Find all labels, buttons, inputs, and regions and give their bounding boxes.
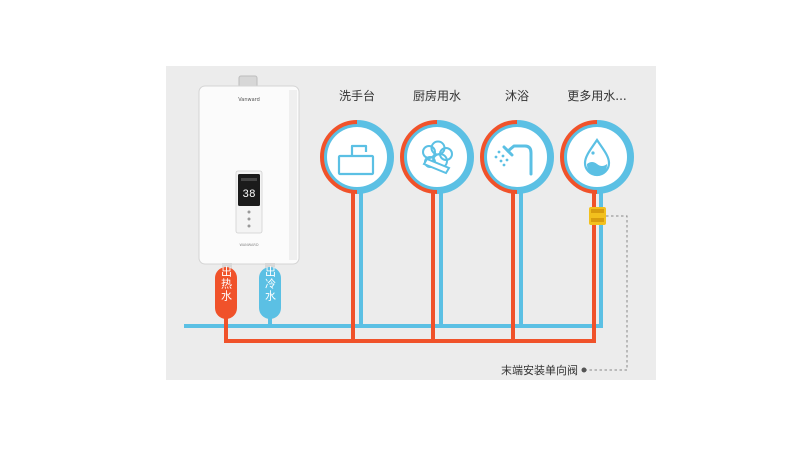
valve-leader-dot (581, 367, 587, 373)
check-valve (589, 207, 606, 225)
heater-hot-stub (222, 263, 232, 271)
fixture-sink: 洗手台 (320, 88, 394, 194)
water-heater: Vanward 38 WANWARD (198, 75, 300, 271)
shower-icon (494, 144, 533, 176)
hot-outlet-label: 出热水 (220, 265, 233, 302)
heater-button-2 (247, 217, 251, 221)
fixture-label-kitchen: 厨房用水 (413, 88, 461, 103)
fixture-label-sink: 洗手台 (339, 88, 375, 103)
fixture-label-more: 更多用水... (567, 89, 626, 103)
heater-display-value: 38 (242, 189, 255, 201)
fixture-kitchen: 厨房用水 (400, 88, 474, 194)
heater-brand-logo: Vanward (238, 97, 260, 103)
valve-leader-line (585, 215, 628, 371)
hot-water-pipes (224, 190, 596, 343)
cold-inlet-badge: 出冷水 (259, 265, 281, 319)
cold-inlet-label: 出冷水 (264, 265, 277, 302)
water-drop-icon (583, 138, 611, 177)
heater-side-shade (289, 90, 297, 260)
hot-outlet-badge: 出热水 (215, 265, 237, 319)
heater-display-bar (241, 178, 257, 181)
valve-note: 末端安装单向阀 (501, 363, 578, 377)
heater-panel-caption: WANWARD (239, 243, 258, 247)
fixture-shower: 沐浴 (480, 89, 554, 194)
heater-button-1 (247, 210, 251, 214)
heater-display-screen (238, 174, 260, 206)
dish-wash-icon (422, 140, 453, 175)
heater-button-3 (247, 224, 251, 228)
fixture-label-shower: 沐浴 (505, 89, 529, 103)
fixture-more: 更多用水... (560, 89, 634, 194)
sink-icon (337, 144, 375, 176)
